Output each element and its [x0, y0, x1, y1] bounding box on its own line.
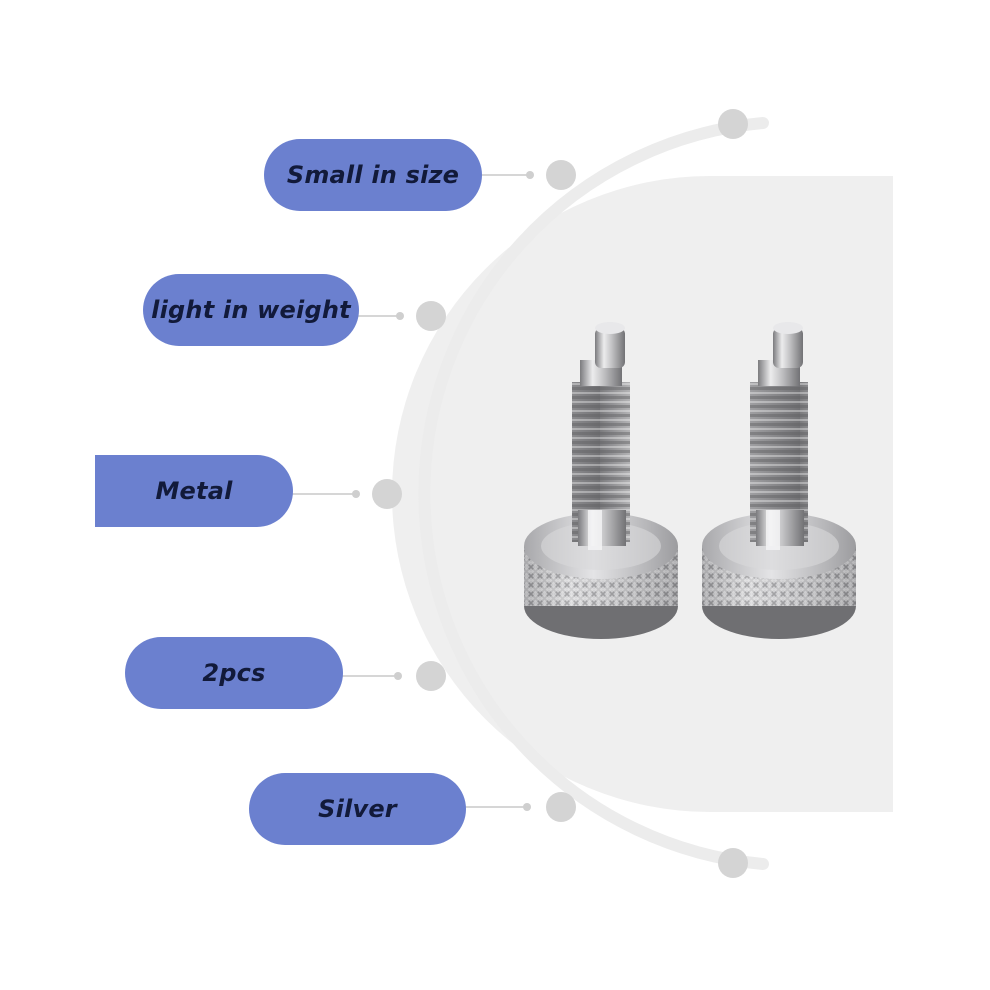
feature-pill-weight: light in weight	[143, 274, 359, 346]
feature-pill-color: Silver	[249, 773, 466, 845]
feature-label-size: Small in size	[286, 161, 460, 189]
arc-marker-dots	[372, 109, 748, 878]
background-panel	[392, 176, 893, 812]
spring-plunger-pin-left	[524, 322, 678, 639]
feature-pill-size: Small in size	[264, 139, 482, 211]
decorative-arc	[418, 117, 769, 870]
feature-label-weight: light in weight	[151, 296, 351, 324]
feature-label-quantity: 2pcs	[202, 659, 266, 687]
feature-pill-material: Metal	[95, 455, 293, 527]
feature-label-material: Metal	[155, 477, 233, 505]
spring-plunger-pin-right	[702, 322, 856, 639]
feature-label-color: Silver	[318, 795, 397, 823]
feature-pill-quantity: 2pcs	[125, 637, 343, 709]
connector-end-dots	[352, 171, 534, 811]
